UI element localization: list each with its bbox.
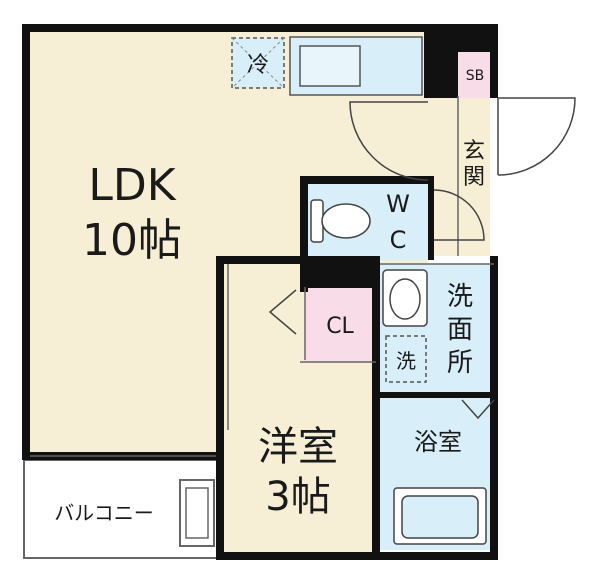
entrance-door-swing bbox=[497, 97, 576, 176]
western-room-size: 3帖 bbox=[265, 474, 330, 520]
wall-north bbox=[22, 24, 432, 32]
interior-lines bbox=[30, 96, 494, 457]
kitchen-sink bbox=[299, 45, 361, 87]
wc-label-c: C bbox=[390, 226, 407, 254]
wall-east-lower bbox=[490, 256, 498, 560]
washroom-label-2: 面 bbox=[447, 315, 473, 345]
wall-south-western bbox=[216, 552, 498, 560]
shoebox-floor bbox=[457, 52, 493, 98]
wall-bath-top bbox=[376, 392, 496, 398]
doors bbox=[268, 97, 576, 420]
wall-mid-vertical bbox=[372, 256, 380, 560]
entrance-floor bbox=[428, 96, 490, 256]
ldk-name: LDK bbox=[88, 160, 176, 211]
ldk-size: 10帖 bbox=[82, 215, 182, 266]
entrance-label-1: 玄 bbox=[463, 139, 485, 164]
closet-floor bbox=[305, 287, 375, 362]
shoebox-label: SB bbox=[466, 68, 485, 84]
room-labels: LDK 10帖 洋室 3帖 CL W C 洗 面 所 浴室 玄 関 SB バルコ… bbox=[54, 68, 485, 525]
western-room-name: 洋室 bbox=[258, 424, 338, 470]
washer-box bbox=[385, 335, 427, 383]
wall-wc-top bbox=[300, 176, 432, 184]
bath-label: 浴室 bbox=[414, 428, 462, 456]
entrance-label-2: 関 bbox=[463, 165, 485, 190]
wall-closet-block bbox=[300, 258, 380, 288]
toilet-tank bbox=[310, 199, 324, 243]
wall-top-shoebox bbox=[424, 24, 498, 52]
wall-western-top bbox=[216, 256, 380, 264]
closet-door bbox=[268, 289, 297, 335]
washer-label: 洗 bbox=[396, 349, 416, 373]
wall-wc-west bbox=[300, 176, 308, 292]
ldk-door-swing bbox=[349, 101, 429, 181]
toilet-bowl bbox=[321, 203, 371, 239]
wall-east bbox=[490, 24, 498, 98]
basin-bowl bbox=[389, 278, 421, 320]
closet-label: CL bbox=[326, 314, 354, 339]
fridge-label: 冷 bbox=[247, 53, 269, 78]
balcony-label: バルコニー bbox=[54, 501, 154, 525]
wall-wc-east bbox=[428, 176, 434, 260]
fridge-cross-2 bbox=[231, 37, 285, 89]
wc-door-swing bbox=[433, 189, 485, 241]
washroom-label-1: 洗 bbox=[447, 282, 473, 312]
bathtub-inner bbox=[401, 495, 479, 539]
balcony bbox=[23, 459, 221, 559]
bath-door bbox=[461, 399, 495, 420]
balcony-unit-inner bbox=[185, 487, 209, 539]
wall-west bbox=[22, 24, 30, 460]
wc-label-w: W bbox=[386, 190, 410, 218]
washroom-label-3: 所 bbox=[447, 348, 473, 378]
wall-west-western bbox=[216, 258, 224, 558]
fixtures: 冷 洗 bbox=[231, 37, 487, 545]
